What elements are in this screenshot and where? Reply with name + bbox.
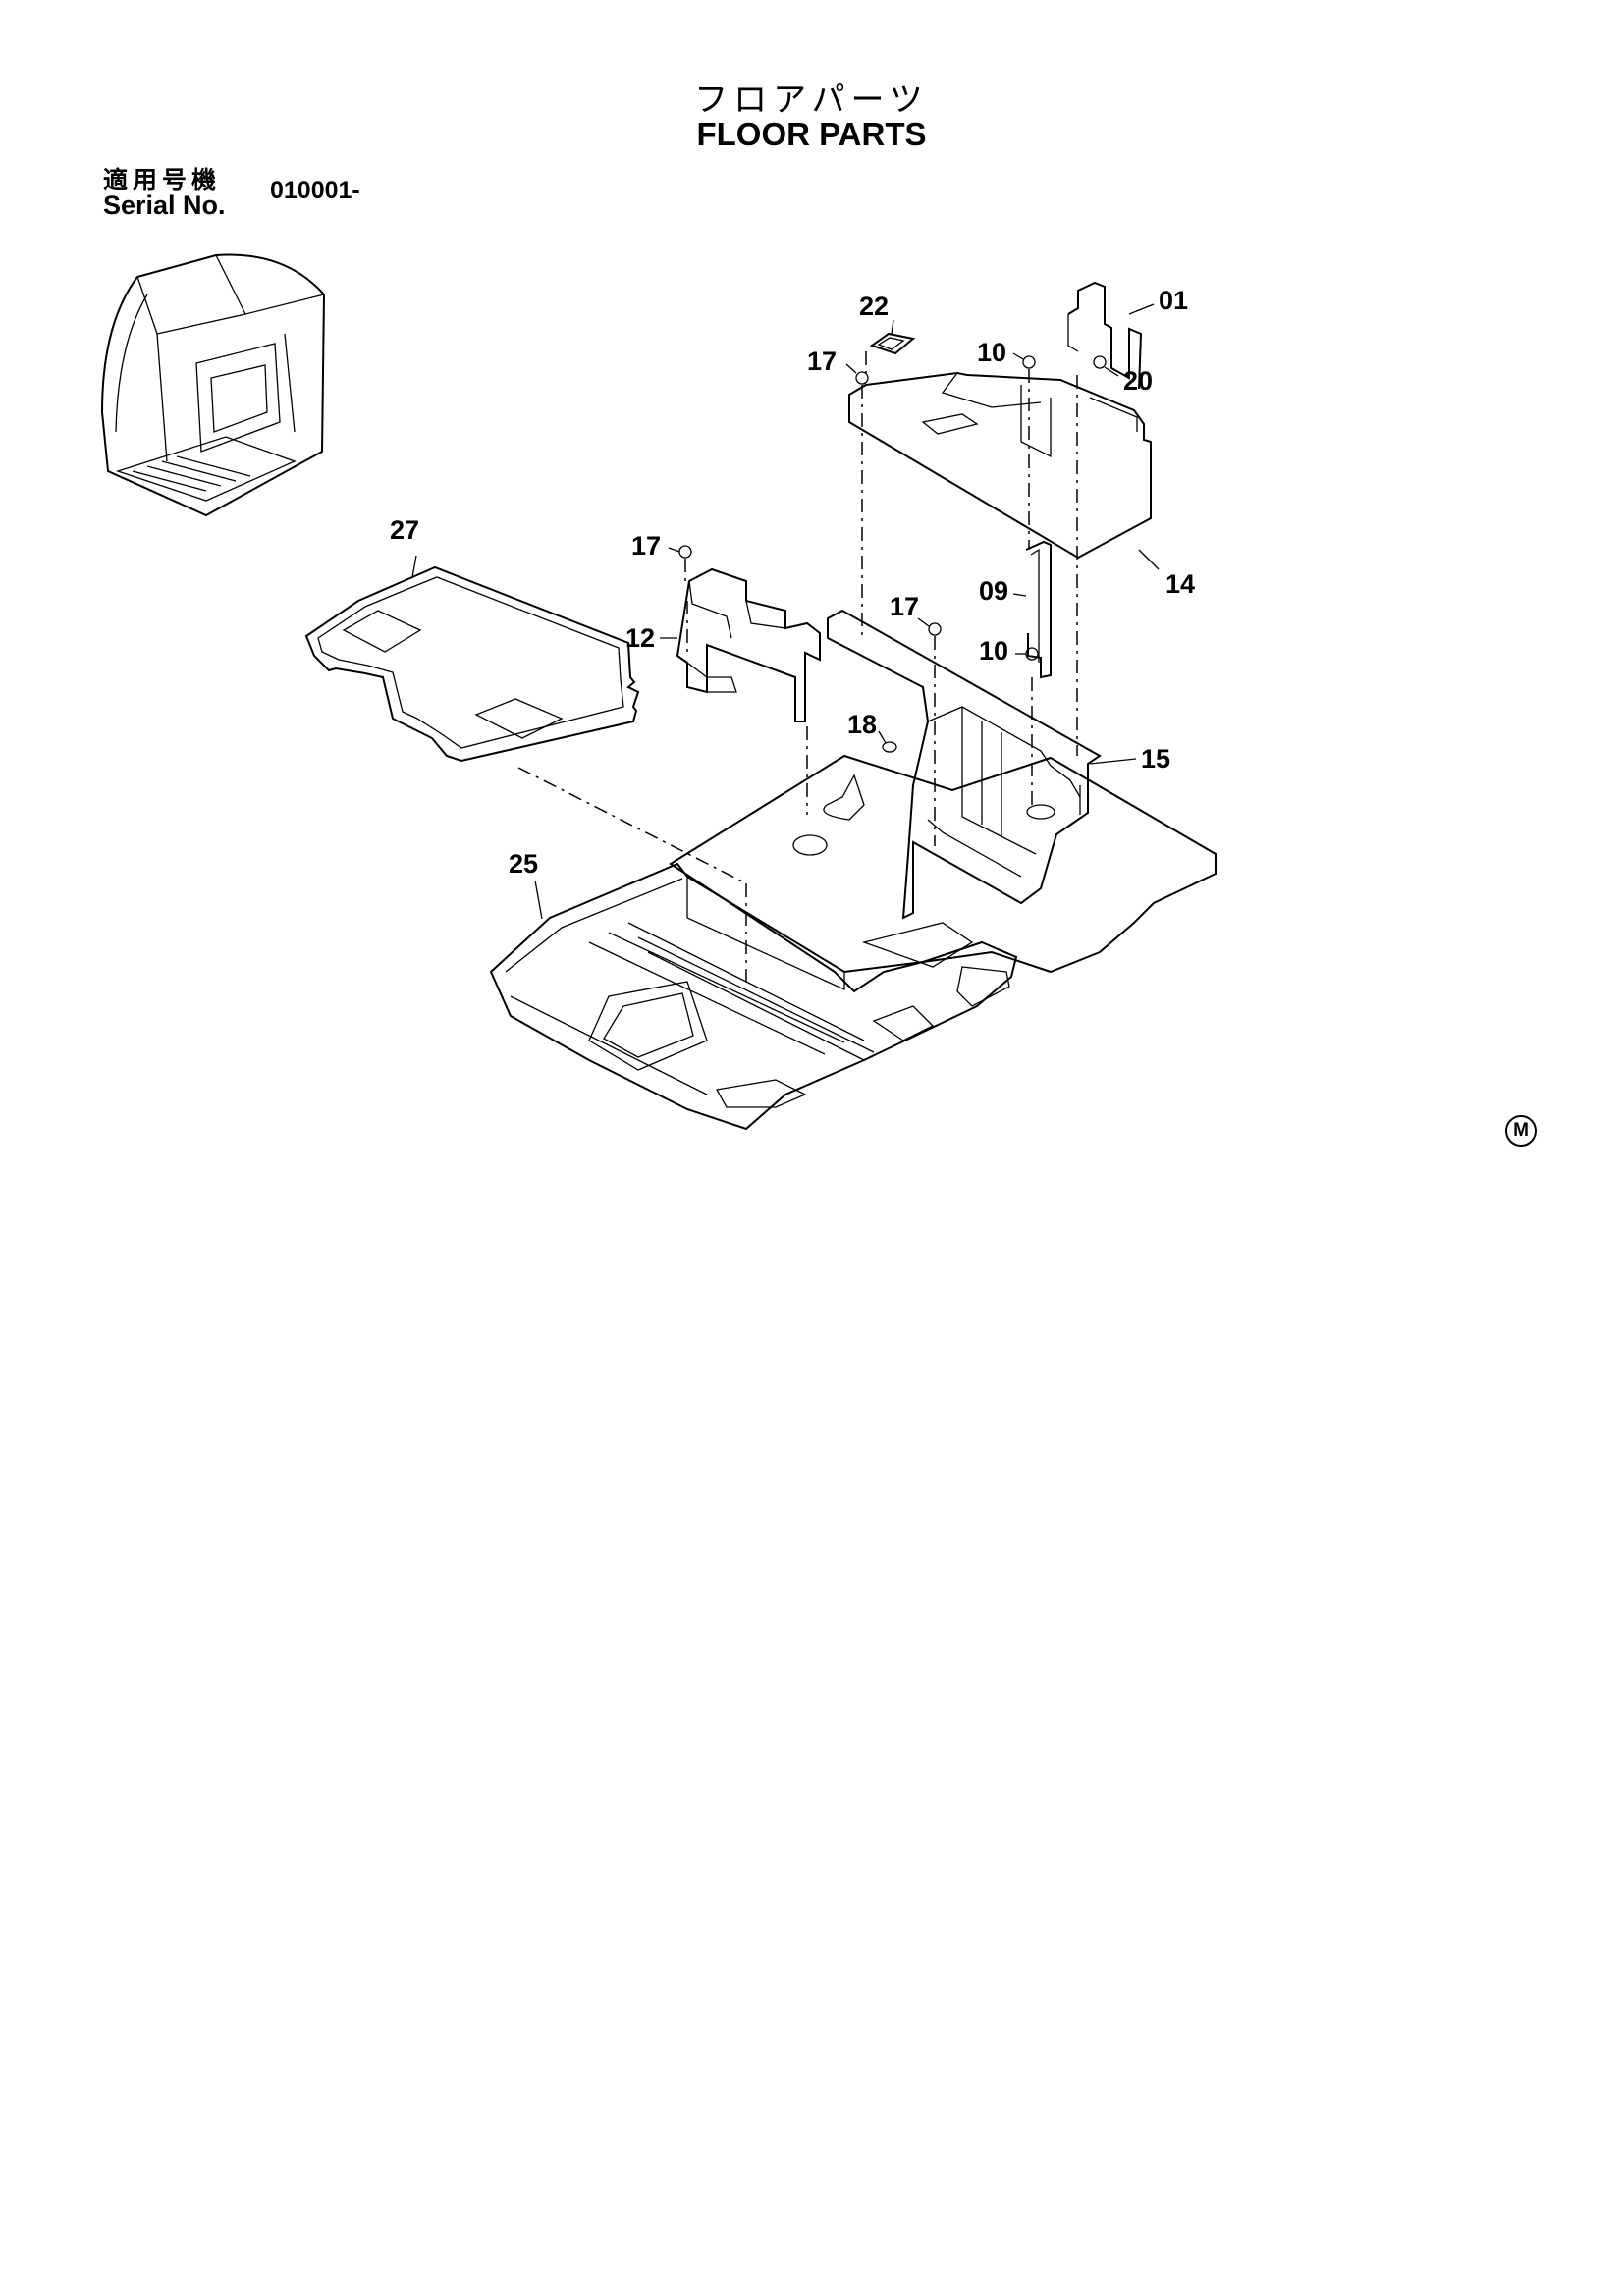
bracket-part <box>1067 281 1143 390</box>
cab-inset-illustration <box>100 253 326 517</box>
callout-25: 25 <box>509 849 538 879</box>
callout-01: 01 <box>1159 286 1188 315</box>
callout-labels: 01 20 22 10 17 14 27 17 12 09 17 10 18 1… <box>390 286 1195 879</box>
floor-panel-part <box>827 609 1102 920</box>
console-cover-part <box>676 567 821 722</box>
callout-17-middle: 17 <box>890 592 919 621</box>
title-english: FLOOR PARTS <box>696 116 927 152</box>
leader-lines <box>411 303 1160 920</box>
floor-frame-part <box>489 862 1018 1131</box>
assembly-lines <box>517 351 1078 982</box>
callout-12: 12 <box>625 623 655 653</box>
stay-part <box>1025 540 1052 679</box>
floor-mat-part <box>304 565 640 763</box>
callout-15: 15 <box>1141 744 1170 774</box>
callout-09: 09 <box>979 576 1008 606</box>
callout-10-lower: 10 <box>979 636 1008 666</box>
callout-22: 22 <box>859 292 889 321</box>
callout-20: 20 <box>1123 366 1153 396</box>
callout-17-upper: 17 <box>807 347 837 376</box>
callout-17-left: 17 <box>631 531 661 561</box>
callout-14: 14 <box>1165 569 1195 599</box>
serial-label-japanese: 適用号機 <box>103 166 222 194</box>
serial-label-english: Serial No. <box>103 190 226 220</box>
serial-number-value: 010001- <box>270 177 360 204</box>
manufacturer-mark: M <box>1505 1115 1537 1147</box>
callout-18: 18 <box>847 710 877 739</box>
title-japanese: フロアパーツ <box>694 80 929 120</box>
floor-cover-part <box>848 371 1152 560</box>
callout-27: 27 <box>390 515 419 545</box>
callout-10-upper: 10 <box>977 338 1006 367</box>
